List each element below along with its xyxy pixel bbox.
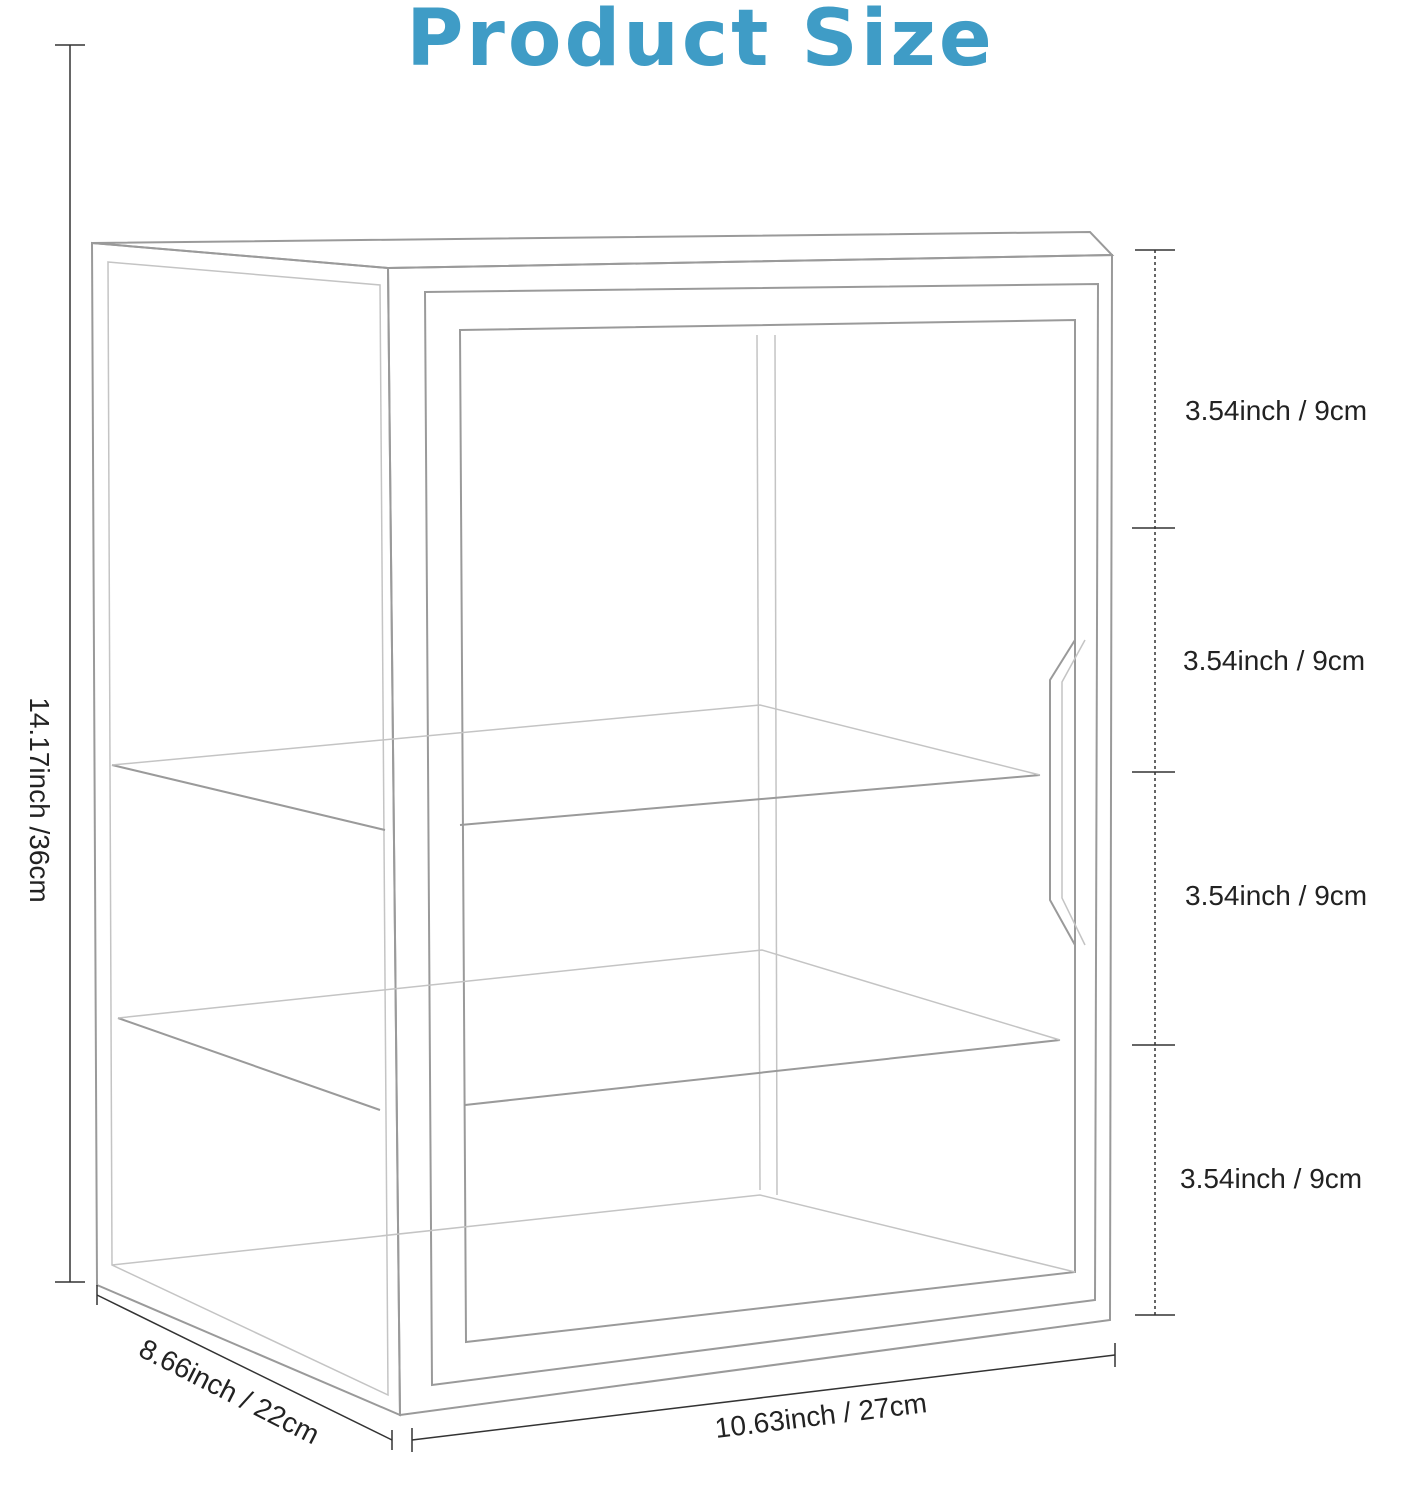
door-handle-edge — [1061, 639, 1086, 946]
tier-4-label: 3.54inch / 9cm — [1180, 1163, 1362, 1194]
dimension-lines — [55, 44, 1175, 1452]
tier-3-label: 3.54inch / 9cm — [1185, 880, 1367, 911]
door-window — [458, 318, 1076, 1344]
rear-post-edge — [774, 334, 778, 1196]
tier-2-label: 3.54inch / 9cm — [1183, 645, 1365, 676]
shelf-1-back — [111, 704, 1041, 776]
width-label: 10.63inch / 27cm — [713, 1387, 928, 1444]
page-title: Product Size — [406, 0, 995, 84]
shelf-2-back — [117, 949, 1061, 1041]
door-handle — [1049, 639, 1076, 946]
acrylic-cabinet — [90, 230, 1115, 1417]
depth-dimension-line — [96, 1294, 393, 1441]
door-frame — [423, 282, 1100, 1387]
shelf-2-front — [464, 1039, 1061, 1106]
cabinet-top — [91, 230, 1115, 270]
side-inner-frame — [107, 261, 389, 1397]
tier-1-label: 3.54inch / 9cm — [1185, 395, 1367, 426]
width-dimension-line — [411, 1354, 1116, 1441]
shelf-2 — [117, 1017, 381, 1111]
rear-post — [756, 334, 761, 1191]
depth-label: 8.66inch / 22cm — [134, 1333, 324, 1450]
cabinet-bottom — [111, 1194, 1076, 1273]
height-label: 14.17inch /36cm — [24, 697, 55, 902]
cabinet-front — [386, 253, 1114, 1417]
shelf-1-front — [459, 774, 1041, 826]
shelf-1 — [111, 764, 386, 831]
